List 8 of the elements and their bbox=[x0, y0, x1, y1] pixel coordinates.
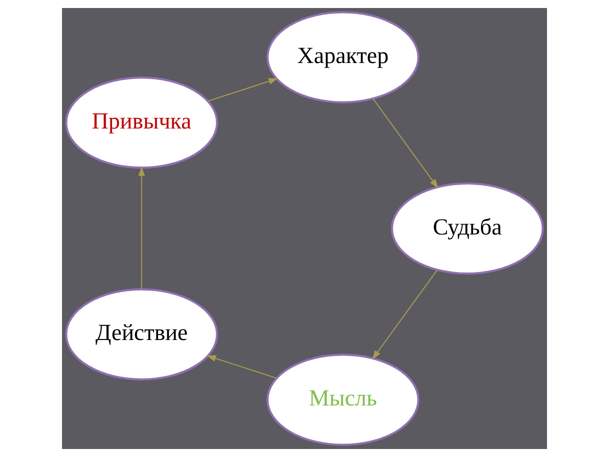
arrow bbox=[372, 270, 438, 360]
node-ellipse: Судьба bbox=[390, 182, 544, 275]
arrow bbox=[138, 166, 144, 289]
arrow bbox=[206, 355, 276, 379]
arrow bbox=[207, 78, 278, 102]
node-ellipse: Привычка bbox=[64, 76, 218, 169]
node-ellipse: Мысль bbox=[266, 354, 419, 446]
arrow bbox=[372, 98, 438, 188]
